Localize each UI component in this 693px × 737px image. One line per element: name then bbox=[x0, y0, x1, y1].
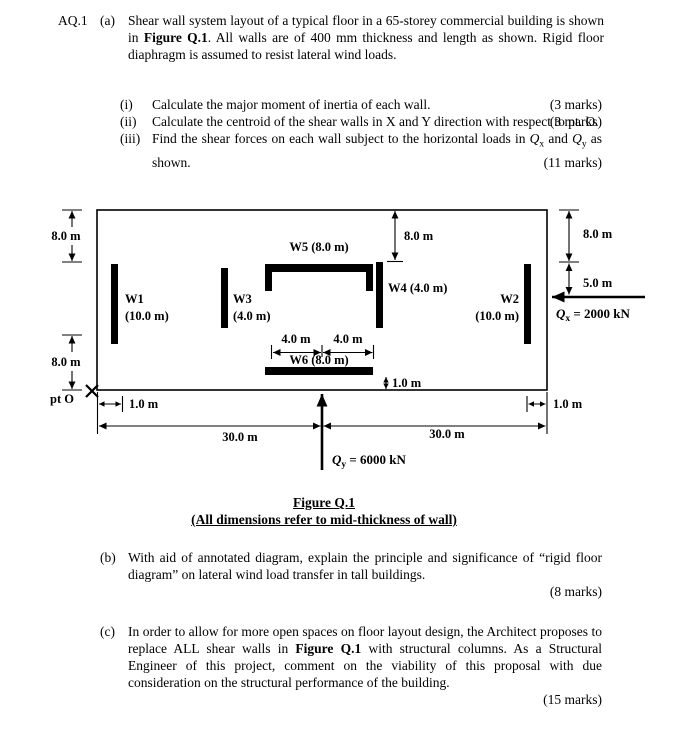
dim-bottom-right-1m: 1.0 m bbox=[526, 396, 583, 412]
dim-w6-below-1m: 1.0 m bbox=[383, 376, 422, 390]
figure-caption: Figure Q.1 (All dimensions refer to mid-… bbox=[0, 494, 648, 528]
subquestion-iii-label: (iii) bbox=[120, 131, 141, 146]
question-a-block: AQ.1 (a) Shear wall system layout of a t… bbox=[58, 12, 604, 63]
point-o-label: pt O bbox=[50, 392, 74, 406]
subquestion-ii-marks: (3 marks) bbox=[549, 114, 602, 129]
wall-w6 bbox=[265, 367, 373, 375]
wall-w1-length: (10.0 m) bbox=[125, 309, 169, 323]
wall-labels: W5 (8.0 m) W1 (10.0 m) W3 (4.0 m) W4 (4.… bbox=[125, 240, 519, 367]
load-qx: Qx = 2000 kN bbox=[552, 291, 645, 324]
part-b-text: With aid of annotated diagram, explain t… bbox=[128, 550, 602, 582]
point-o-cross-marker bbox=[85, 384, 99, 398]
wall-w3 bbox=[221, 268, 228, 328]
question-b-block: (b) With aid of annotated diagram, expla… bbox=[100, 549, 602, 600]
load-qx-label: Qx = 2000 kN bbox=[556, 306, 631, 324]
dim-top-center-label: 8.0 m bbox=[404, 229, 434, 243]
part-c-body: In order to allow for more open spaces o… bbox=[128, 623, 602, 708]
dim-bottom-right-label: 1.0 m bbox=[553, 397, 583, 411]
wall-w5-label: W5 (8.0 m) bbox=[289, 240, 348, 254]
subquestion-i-body: Calculate the major moment of inertia of… bbox=[152, 96, 602, 113]
wall-w3-name: W3 bbox=[233, 292, 252, 306]
part-b-marks: (8 marks) bbox=[549, 584, 602, 599]
qy-symbol: Q bbox=[572, 131, 582, 146]
dim-bottom-30m-right-label: 30.0 m bbox=[429, 427, 465, 441]
dim-w6-4m: 4.0 m 4.0 m bbox=[270, 332, 375, 359]
subquestion-ii: (ii) Calculate the centroid of the shear… bbox=[120, 113, 602, 130]
wall-w5-right-leg bbox=[366, 272, 373, 291]
part-a-label: (a) bbox=[100, 13, 115, 28]
wall-w6-label: W6 (8.0 m) bbox=[289, 353, 348, 367]
subquestion-iii-text-2: and bbox=[544, 131, 573, 146]
dim-right-5m-label: 5.0 m bbox=[583, 276, 613, 290]
figure-caption-note: (All dimensions refer to mid-thickness o… bbox=[191, 512, 457, 527]
part-c-text-1: In order to allow for more open spaces o… bbox=[128, 624, 602, 656]
subquestion-i: (i) Calculate the major moment of inerti… bbox=[120, 96, 602, 113]
subquestion-iii: (iii) Find the shear forces on each wall… bbox=[120, 130, 602, 171]
wall-w1 bbox=[111, 264, 118, 344]
qy-subscript: y bbox=[581, 139, 587, 150]
qx-subscript: x bbox=[539, 139, 545, 150]
part-a-text-1: Shear wall system layout of a typical fl… bbox=[128, 13, 604, 45]
part-a-text-2: . All walls are of 400 mm thickness and … bbox=[128, 30, 604, 62]
subquestion-i-marks: (3 marks) bbox=[549, 97, 602, 112]
wall-w5-left-leg bbox=[265, 272, 272, 291]
dim-left-bottom-label: 8.0 m bbox=[51, 355, 81, 369]
point-o: pt O bbox=[50, 384, 99, 406]
dim-left-top-label: 8.0 m bbox=[51, 229, 81, 243]
subquestion-ii-body: Calculate the centroid of the shear wall… bbox=[152, 113, 602, 130]
dim-right-top-8m: 8.0 m bbox=[559, 209, 613, 263]
part-a-text: Shear wall system layout of a typical fl… bbox=[128, 12, 604, 63]
dim-right-5m: 5.0 m bbox=[565, 263, 613, 295]
load-qy-label: Qy = 6000 kN bbox=[332, 452, 407, 470]
dim-left-bottom-8m: 8.0 m bbox=[51, 334, 82, 391]
subquestion-iii-text-1: Find the shear forces on each wall subje… bbox=[152, 131, 530, 146]
wall-w1-name: W1 bbox=[125, 292, 144, 306]
wall-w3-length: (4.0 m) bbox=[233, 309, 271, 323]
dim-w6-right-label: 4.0 m bbox=[333, 332, 363, 346]
subquestion-iii-body: Find the shear forces on each wall subje… bbox=[152, 130, 602, 171]
dim-top-center-8m: 8.0 m bbox=[387, 210, 434, 263]
wall-w2 bbox=[524, 264, 531, 344]
figure-q1-drawing: W5 (8.0 m) W1 (10.0 m) W3 (4.0 m) W4 (4.… bbox=[50, 209, 645, 470]
dim-bottom-left-label: 1.0 m bbox=[129, 397, 159, 411]
subquestions: (i) Calculate the major moment of inerti… bbox=[120, 96, 602, 171]
subquestion-ii-text: Calculate the centroid of the shear wall… bbox=[152, 114, 599, 129]
part-c-marks: (15 marks) bbox=[543, 692, 602, 707]
wall-w2-length: (10.0 m) bbox=[475, 309, 519, 323]
question-c-block: (c) In order to allow for more open spac… bbox=[100, 623, 602, 708]
part-c-text-2: with structural columns. As a Structural… bbox=[128, 641, 603, 690]
part-c-label: (c) bbox=[100, 624, 115, 639]
dim-bottom-30m: 30.0 m 30.0 m bbox=[98, 392, 548, 444]
floor-plan-outline bbox=[96, 209, 548, 391]
shear-walls bbox=[111, 262, 531, 375]
subquestion-iii-text-3: as shown. bbox=[152, 131, 603, 170]
subquestion-i-text: Calculate the major moment of inertia of… bbox=[152, 97, 431, 112]
qx-symbol: Q bbox=[529, 131, 540, 146]
dim-w6-below-label: 1.0 m bbox=[392, 376, 422, 390]
load-qy: Qy = 6000 kN bbox=[316, 394, 407, 470]
figure-caption-title: Figure Q.1 bbox=[293, 495, 355, 510]
subquestion-i-label: (i) bbox=[120, 97, 133, 112]
wall-w5-flange bbox=[265, 264, 373, 272]
dim-bottom-30m-left-label: 30.0 m bbox=[222, 430, 258, 444]
wall-w2-name: W2 bbox=[500, 292, 519, 306]
part-a-figure-ref: Figure Q.1 bbox=[143, 30, 208, 45]
part-b-label: (b) bbox=[100, 550, 116, 565]
dim-left-top-8m: 8.0 m bbox=[51, 209, 82, 263]
part-c-figure-ref: Figure Q.1 bbox=[295, 641, 362, 656]
dim-right-top-label: 8.0 m bbox=[583, 227, 613, 241]
wall-w4-label: W4 (4.0 m) bbox=[388, 281, 447, 295]
subquestion-ii-label: (ii) bbox=[120, 114, 137, 129]
part-c-text: In order to allow for more open spaces o… bbox=[128, 623, 602, 691]
dim-w6-left-label: 4.0 m bbox=[281, 332, 311, 346]
part-b-body: With aid of annotated diagram, explain t… bbox=[128, 549, 602, 600]
dim-bottom-left-1m: 1.0 m bbox=[96, 392, 159, 434]
question-number: AQ.1 bbox=[58, 13, 88, 28]
subquestion-iii-marks: (11 marks) bbox=[543, 154, 602, 170]
wall-w4 bbox=[376, 262, 383, 328]
